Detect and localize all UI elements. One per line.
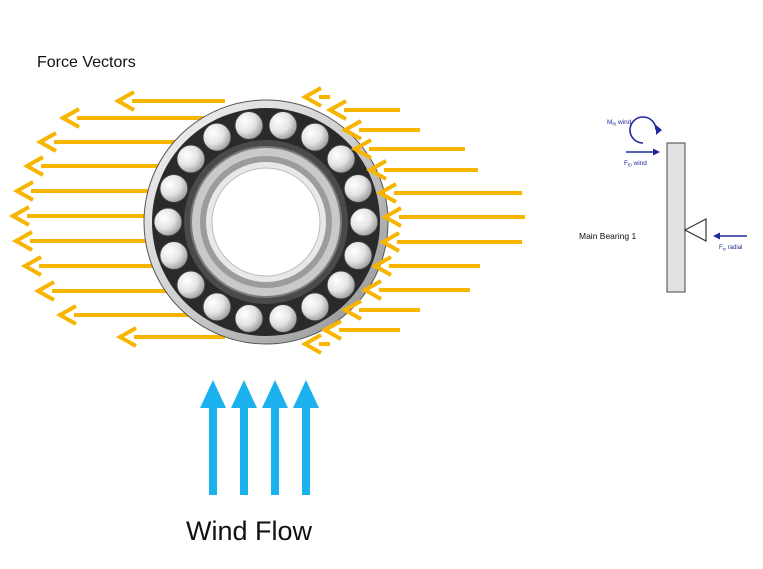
bearing-roller <box>343 173 373 203</box>
left-force-arrow <box>12 180 155 202</box>
bearing-roller <box>326 270 356 300</box>
bearing-roller <box>349 207 379 237</box>
spherical-roller-bearing <box>143 99 389 345</box>
bearing-roller <box>202 122 232 152</box>
left-force-arrow <box>55 304 205 326</box>
left-force-arrow <box>115 326 225 348</box>
bearing-roller <box>176 144 206 174</box>
bearing-roller <box>202 292 232 322</box>
bearing-roller <box>326 144 356 174</box>
right-force-arrow <box>340 119 420 141</box>
right-force-arrows <box>300 86 525 355</box>
right-force-arrow <box>350 138 465 160</box>
right-force-arrow <box>375 182 522 204</box>
wind-flow-label: Wind Flow <box>186 516 313 546</box>
bearing-roller <box>176 270 206 300</box>
force-vectors-title: Force Vectors <box>37 54 136 71</box>
bearing-roller <box>159 241 189 271</box>
left-force-arrow <box>113 90 225 112</box>
moment-arrow-icon <box>629 116 657 144</box>
bearing-roller <box>300 122 330 152</box>
left-force-arrow <box>58 107 205 129</box>
bearing-support-triangle-icon <box>683 218 707 242</box>
bearing-roller <box>268 304 298 334</box>
force-wind-label: Ff0 wind <box>624 160 647 168</box>
right-force-arrow <box>370 255 480 277</box>
bearing-roller <box>343 241 373 271</box>
bearing-rollers <box>153 110 379 334</box>
right-force-arrow <box>365 159 478 181</box>
right-force-arrow <box>300 333 330 355</box>
force-wind-arrowhead-icon <box>653 148 660 156</box>
shaft-member <box>666 142 686 293</box>
wind-flow-arrows <box>200 380 319 495</box>
force-radial-label: Ff0 radial <box>719 245 742 252</box>
bearing-roller <box>234 110 264 140</box>
left-force-arrow <box>35 131 185 153</box>
left-force-arrow <box>8 205 160 227</box>
bearing-roller <box>268 110 298 140</box>
wind-arrow <box>293 380 319 495</box>
right-force-arrow <box>320 319 400 341</box>
bearing-roller <box>234 304 264 334</box>
free-body-diagram: Mf0 wind Ff0 wind Main Bearing 1 Ff0 rad… <box>579 116 747 293</box>
bearing-bore <box>211 167 321 277</box>
right-force-arrow <box>360 279 470 301</box>
left-force-arrow <box>22 155 170 177</box>
wind-arrow <box>262 380 288 495</box>
main-bearing-label: Main Bearing 1 <box>579 231 636 241</box>
right-force-arrow <box>340 299 420 321</box>
right-force-arrow <box>378 231 522 253</box>
force-radial-arrowhead-icon <box>713 232 720 240</box>
moment-arrowhead-icon <box>656 125 662 135</box>
wind-arrow <box>231 380 257 495</box>
bearing-roller <box>300 292 330 322</box>
right-force-arrow <box>300 86 330 108</box>
left-force-arrows <box>8 90 225 348</box>
right-force-arrow <box>325 99 400 121</box>
bearing-roller <box>153 207 183 237</box>
bearing-roller <box>159 173 189 203</box>
wind-arrow <box>200 380 226 495</box>
moment-wind-label: Mf0 wind <box>607 119 632 127</box>
right-force-arrow <box>380 206 525 228</box>
